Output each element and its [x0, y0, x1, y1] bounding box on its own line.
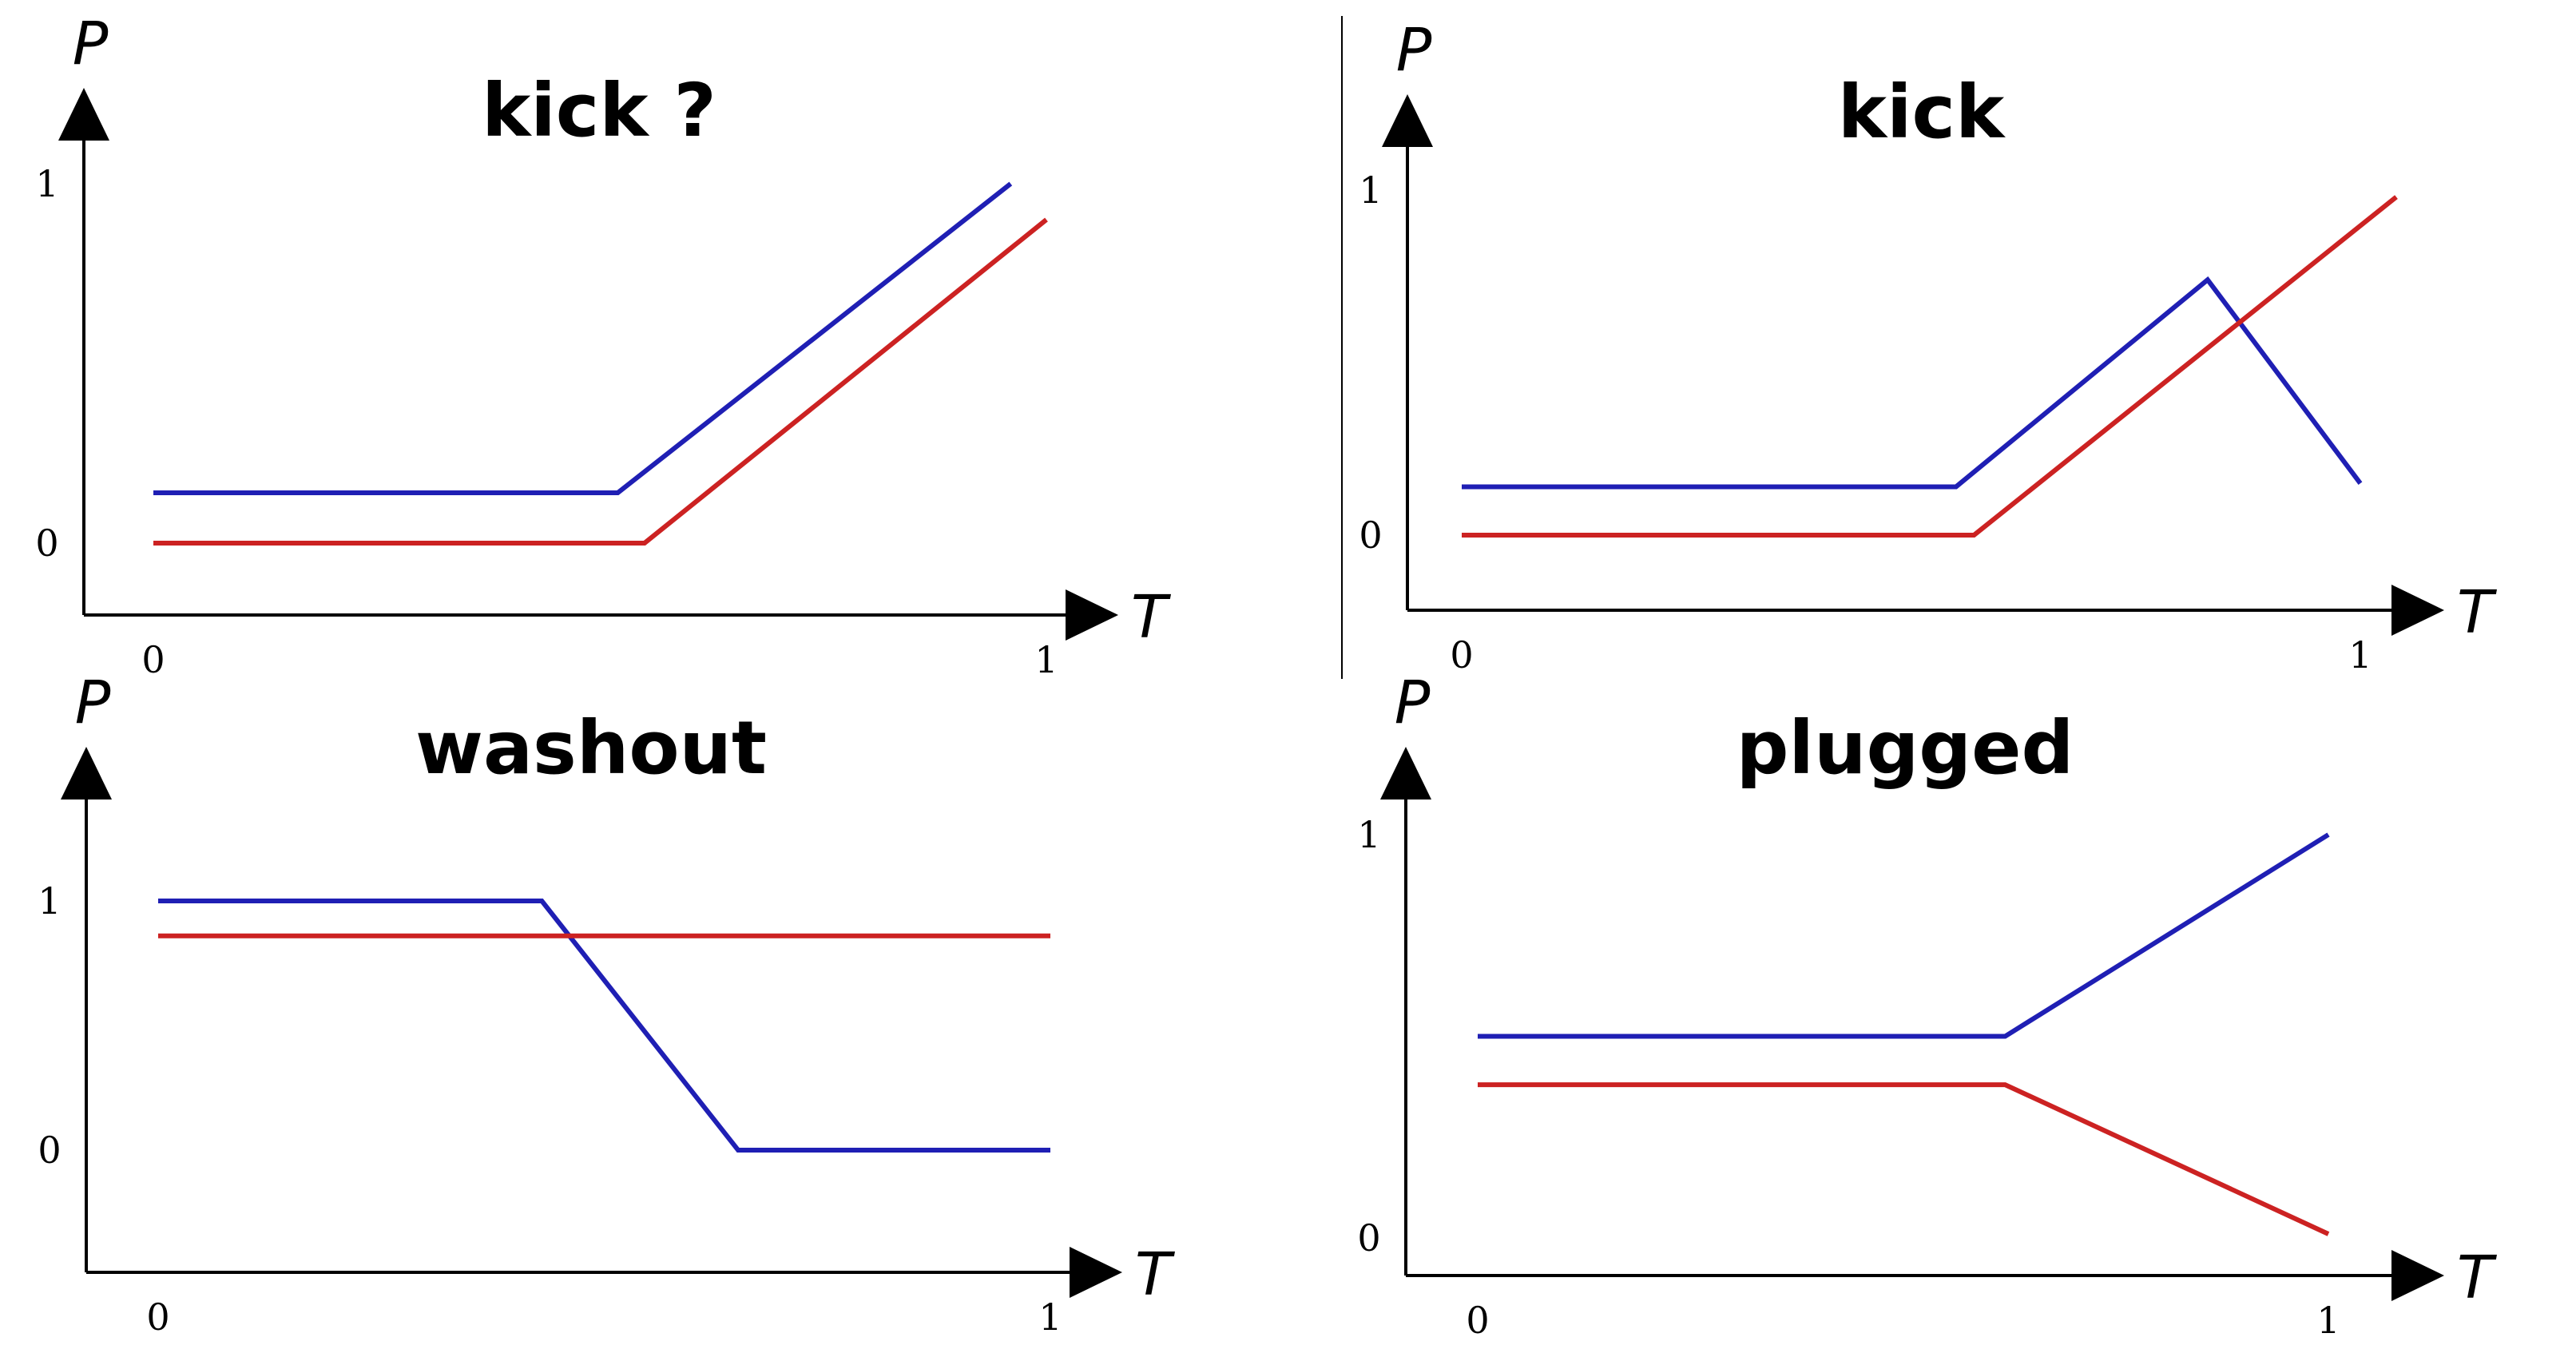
x-axis-label: T [1135, 1240, 1176, 1309]
x-axis-label: T [2457, 1244, 2498, 1312]
chart-panel-washout: washout T P 0 1 0 1 [38, 669, 1176, 1339]
series-line-0 [1462, 276, 2363, 490]
x-axis-arrow-icon [1070, 1247, 1122, 1298]
x-axis-label: T [1131, 583, 1172, 652]
x-tick-label-1: 1 [1034, 638, 1058, 681]
series-line-0 [1478, 832, 2330, 1039]
tick-layer: 0 1 0 1 [38, 879, 1062, 1339]
panel-title: plugged [1737, 705, 2074, 791]
panel-title: kick ? [482, 68, 716, 153]
tick-layer: 0 1 0 1 [1359, 169, 2372, 676]
x-axis-arrow-icon [2391, 585, 2444, 636]
x-tick-label-1: 1 [1038, 1295, 1062, 1339]
panel-title: washout [415, 705, 767, 791]
y-axis-label: P [1395, 669, 1431, 737]
y-tick-label-1: 1 [1357, 813, 1380, 856]
chart-panel-kick-uncertain: kick ? T P 0 1 0 1 [35, 10, 1172, 681]
x-axis-arrow-icon [1066, 589, 1118, 641]
x-axis-arrow-icon [2391, 1250, 2444, 1301]
tick-layer: 0 1 0 1 [35, 162, 1058, 681]
chart-panel-kick: kick T P 0 1 0 1 [1359, 16, 2498, 676]
x-tick-label-0: 0 [1466, 1299, 1489, 1342]
y-axis-label: P [1396, 16, 1432, 85]
x-axis-label: T [2457, 578, 2498, 647]
series-layer [153, 181, 1048, 546]
x-tick-label-0: 0 [146, 1295, 169, 1339]
y-axis-arrow-icon [1382, 94, 1433, 147]
x-tick-label-0: 0 [141, 638, 165, 681]
y-axis-label: P [75, 669, 111, 737]
y-axis-arrow-icon [1380, 747, 1431, 800]
y-tick-label-1: 1 [35, 162, 58, 205]
y-axis-arrow-icon [61, 747, 112, 800]
series-line-1 [1462, 195, 2398, 538]
y-tick-label-0: 0 [1357, 1216, 1380, 1260]
tick-layer: 0 1 0 1 [1357, 813, 2340, 1342]
y-tick-label-1: 1 [38, 879, 61, 922]
series-line-0 [153, 181, 1013, 495]
series-line-0 [158, 899, 1050, 1153]
series-layer [1462, 195, 2398, 538]
series-layer [1478, 832, 2330, 1236]
y-tick-label-0: 0 [35, 522, 58, 565]
x-tick-label-0: 0 [1450, 633, 1473, 676]
y-tick-label-0: 0 [1359, 514, 1382, 557]
x-tick-label-1: 1 [2348, 633, 2372, 676]
series-layer [158, 899, 1050, 1153]
y-tick-label-1: 1 [1359, 169, 1382, 212]
y-axis-label: P [73, 10, 109, 78]
series-line-1 [1478, 1082, 2330, 1236]
x-tick-label-1: 1 [2316, 1299, 2340, 1342]
y-axis-arrow-icon [58, 88, 109, 141]
chart-panel-plugged: plugged T P 0 1 0 1 [1357, 669, 2498, 1342]
series-line-1 [153, 217, 1048, 546]
y-tick-label-0: 0 [38, 1129, 61, 1172]
panel-title: kick [1838, 69, 2006, 155]
